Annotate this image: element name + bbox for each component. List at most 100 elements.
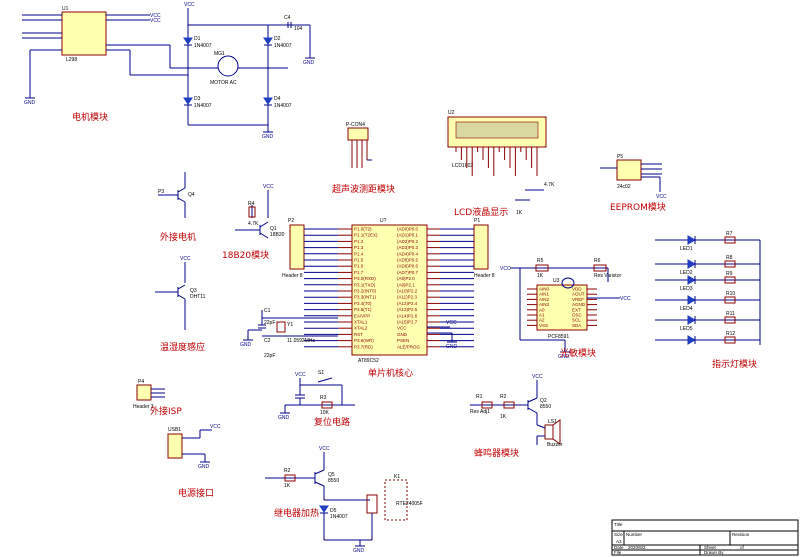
svg-text:GND: GND bbox=[240, 342, 252, 348]
svg-text:VCC: VCC bbox=[319, 446, 330, 452]
led-resistor bbox=[724, 260, 736, 268]
svg-text:GND: GND bbox=[446, 344, 458, 350]
mcu-left-pin: P3.7(RD) bbox=[354, 344, 373, 349]
mcu-left-pin: P3.2(INT0) bbox=[354, 289, 377, 294]
svg-text:D1: D1 bbox=[194, 36, 201, 42]
u3-left-pin: VSS bbox=[539, 323, 548, 328]
motor-symbol bbox=[217, 55, 239, 77]
u3-right-pin: VREF bbox=[572, 297, 584, 302]
svg-text:D4: D4 bbox=[274, 96, 281, 102]
svg-text:MG1: MG1 bbox=[214, 51, 225, 57]
mcu-left-pin: XTAL1 bbox=[354, 320, 368, 325]
light-sensor-section: U3 PCF8591 AIN0AIN1AIN2AIN3A0A1A2VSSVDDA… bbox=[500, 258, 631, 360]
svg-text:U2: U2 bbox=[448, 110, 455, 116]
led-resistor-label: R9 bbox=[726, 271, 733, 277]
svg-text:VCC: VCC bbox=[184, 2, 195, 8]
mcu-right-pin: (A15)P2.7 bbox=[397, 320, 418, 325]
mcu-left-pin: RST bbox=[354, 332, 363, 337]
svg-text:VCC: VCC bbox=[656, 194, 667, 200]
isp-section: P4 Header 3 外接ISP bbox=[133, 379, 182, 417]
svg-text:P3: P3 bbox=[158, 189, 164, 195]
svg-text:Header 8: Header 8 bbox=[474, 273, 495, 279]
svg-text:P5: P5 bbox=[617, 154, 623, 160]
u3-left-pin: AIN2 bbox=[539, 297, 550, 302]
mcu-right-pin: VCC bbox=[397, 326, 407, 331]
u1-designator: U1 bbox=[62, 6, 69, 12]
led-resistor bbox=[724, 336, 736, 344]
power-label: 电源接口 bbox=[178, 487, 214, 499]
d1-diode bbox=[183, 37, 193, 45]
led-resistor bbox=[724, 236, 736, 244]
svg-text:R2: R2 bbox=[500, 394, 507, 400]
d3-diode bbox=[183, 97, 193, 105]
tb-revision: Revision bbox=[732, 532, 750, 537]
tb-size-val: A3 bbox=[616, 539, 622, 544]
svg-text:P1: P1 bbox=[474, 218, 480, 224]
svg-text:Buzzer: Buzzer bbox=[547, 442, 563, 448]
eeprom-section: P5 24c02 VCC EEPROM模块 bbox=[600, 154, 667, 213]
svg-text:VCC: VCC bbox=[532, 374, 543, 380]
ext-motor-section: Q4 P3 外接电机 bbox=[158, 172, 196, 243]
svg-text:R4: R4 bbox=[248, 201, 255, 207]
mcu-core-label: 单片机核心 bbox=[368, 367, 413, 379]
tb-title: Title bbox=[614, 522, 623, 527]
svg-text:PCF8591: PCF8591 bbox=[548, 334, 569, 340]
led-resistor bbox=[724, 276, 736, 284]
svg-text:24c02: 24c02 bbox=[617, 184, 631, 190]
h-bridge: VCC GND D1 1N4007 D2 1N4007 D3 1N4007 D4… bbox=[170, 2, 315, 140]
svg-text:GND: GND bbox=[278, 415, 290, 421]
temp-hum-label: 温湿度感应 bbox=[160, 341, 205, 353]
svg-text:Q4: Q4 bbox=[188, 192, 195, 198]
svg-text:18B20: 18B20 bbox=[270, 232, 285, 238]
mcu-left-pin: P3.0(RXD) bbox=[354, 276, 376, 281]
mcu-left-pin: P1.4 bbox=[354, 251, 364, 256]
ultrasonic-label: 超声波测距模块 bbox=[332, 183, 395, 195]
svg-text:VCC: VCC bbox=[150, 13, 161, 19]
eeprom-chip bbox=[616, 159, 642, 181]
mcu-left-pin: P3.1(TXD) bbox=[354, 282, 376, 287]
led-icon bbox=[687, 315, 697, 325]
svg-text:S1: S1 bbox=[318, 370, 324, 376]
svg-text:Y1: Y1 bbox=[287, 322, 293, 328]
svg-text:GND: GND bbox=[262, 134, 274, 140]
mcu-left-pin: P1.5 bbox=[354, 258, 364, 263]
u3-right-pin: SDA bbox=[572, 323, 581, 328]
svg-text:VCC: VCC bbox=[620, 296, 631, 302]
mcu-left-pin: P1.1(T2EX) bbox=[354, 233, 378, 238]
led-label: LED5 bbox=[680, 326, 693, 332]
mcu-left-pin: P1.0(T2) bbox=[354, 227, 372, 232]
svg-text:R2: R2 bbox=[284, 468, 291, 474]
svg-text:1N4007: 1N4007 bbox=[274, 103, 292, 109]
relay-contacts bbox=[384, 479, 408, 521]
svg-text:Res Adj1: Res Adj1 bbox=[470, 409, 490, 415]
buzzer-label: 蜂鸣器模块 bbox=[474, 447, 519, 459]
svg-text:USB1: USB1 bbox=[168, 427, 181, 433]
usb-power-section: USB1 VCC GND 电源接口 bbox=[167, 424, 221, 499]
u3-right-pin: VDD bbox=[572, 287, 582, 292]
svg-text:104: 104 bbox=[294, 26, 303, 32]
svg-text:GND: GND bbox=[24, 100, 36, 106]
led-icon bbox=[687, 335, 697, 345]
d5-diode bbox=[319, 505, 329, 513]
svg-text:DHT11: DHT11 bbox=[190, 294, 206, 300]
mcu-core: P2 Header 8 P1 Header 8 U? AT89C52 P1.0(… bbox=[240, 218, 495, 379]
svg-text:GND: GND bbox=[558, 354, 570, 360]
svg-text:D3: D3 bbox=[194, 96, 201, 102]
svg-text:C1: C1 bbox=[264, 308, 271, 314]
svg-text:VCC: VCC bbox=[263, 184, 274, 190]
ultrasonic-header bbox=[347, 127, 369, 141]
tb-date: Date bbox=[614, 545, 624, 550]
svg-text:D5: D5 bbox=[330, 508, 337, 514]
ext-motor-label: 外接电机 bbox=[160, 231, 196, 243]
motor-driver-section: U1 L298 VCC VCC GND 电机模块 bbox=[22, 6, 171, 123]
svg-text:R5: R5 bbox=[537, 258, 544, 264]
mcu-right-pin: (AD0)P0.0 bbox=[397, 227, 419, 232]
svg-text:1K: 1K bbox=[537, 273, 544, 279]
tb-of: of bbox=[740, 545, 745, 550]
tb-drawn: Drawn By bbox=[704, 550, 724, 555]
mcu-right-pin: (AD2)P0.2 bbox=[397, 239, 419, 244]
at89c52-chip bbox=[351, 224, 428, 356]
led-label: LED2 bbox=[680, 270, 693, 276]
mcu-left-pin: P1.7 bbox=[354, 270, 364, 275]
